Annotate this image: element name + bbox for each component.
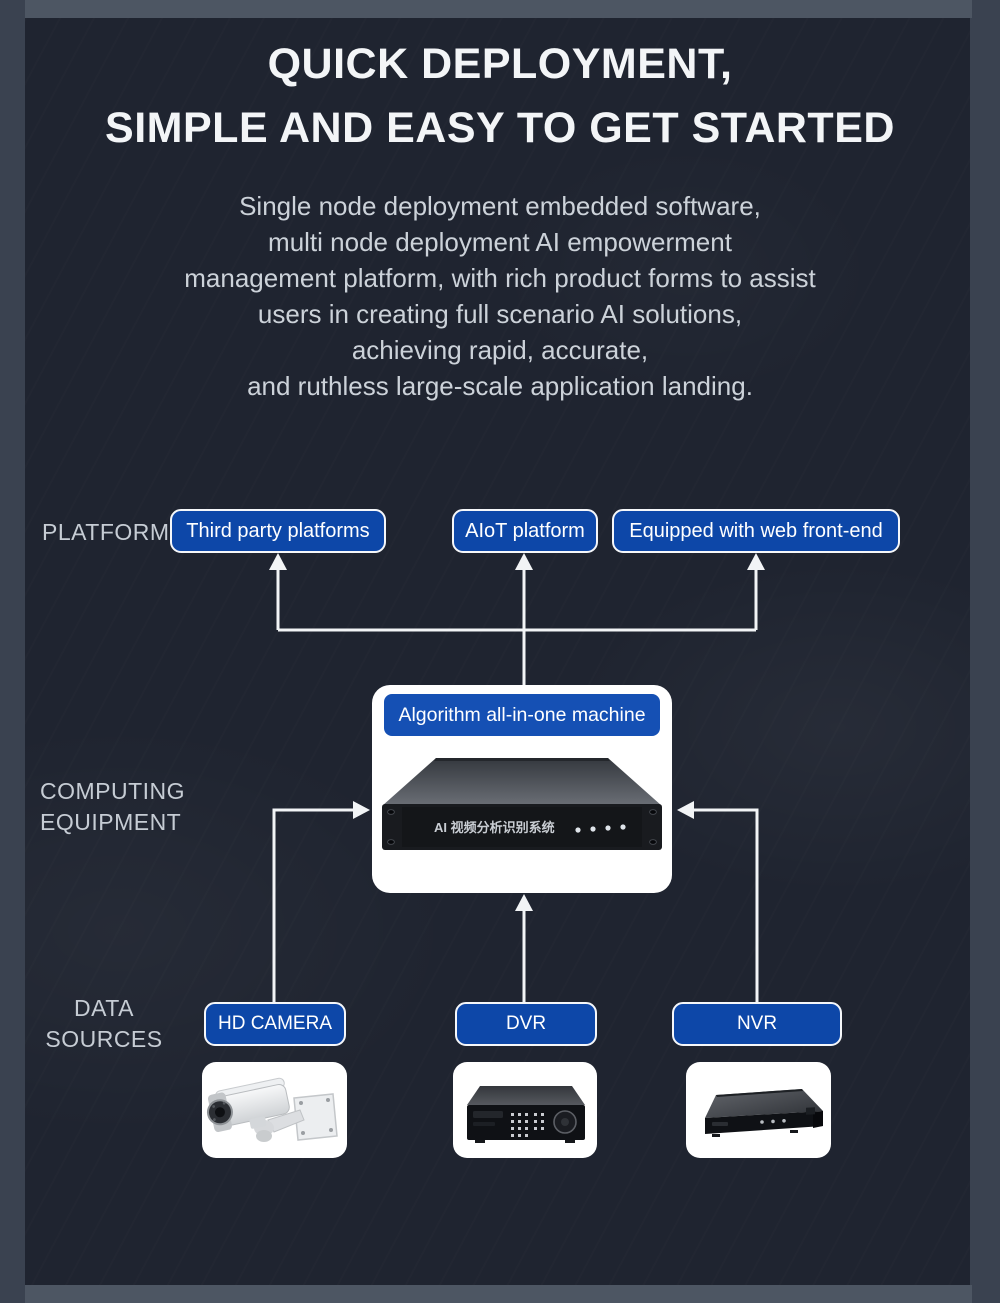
nvr-chip: NVR [672, 1002, 842, 1046]
nvr-image [705, 1089, 823, 1137]
hd-camera-image [206, 1077, 338, 1142]
intro-line: Single node deployment embedded software… [239, 191, 761, 221]
page-title-line2: SIMPLE AND EASY TO GET STARTED [105, 104, 895, 152]
main-dark-panel [25, 18, 970, 1285]
ai-server-front-text: AI 视频分析识别系统 [434, 820, 555, 835]
intro-line: users in creating full scenario AI solut… [257, 299, 743, 329]
computing-label-line2: EQUIPMENT [40, 809, 182, 835]
computing-label-line1: COMPUTING [40, 778, 186, 804]
intro-line: management platform, with rich product f… [184, 263, 816, 293]
nvr-card [686, 1062, 831, 1158]
algorithm-machine-card: Algorithm all-in-one machine AI 视频分析识别系统 [372, 685, 672, 893]
hd-camera-card [202, 1062, 347, 1158]
top-frame-band [25, 0, 972, 18]
intro-line: achieving rapid, accurate, [351, 335, 649, 365]
aiot-platform-chip: AIoT platform [452, 509, 598, 553]
hd-camera-chip: HD CAMERA [204, 1002, 346, 1046]
dvr-image [467, 1086, 585, 1143]
web-front-end-chip: Equipped with web front-end [612, 509, 900, 553]
data-sources-label-line2: SOURCES [45, 1026, 163, 1052]
data-sources-row-label: DATA SOURCES [40, 993, 168, 1055]
bottom-frame-band [25, 1285, 972, 1303]
computing-row-label: COMPUTING EQUIPMENT [40, 776, 185, 838]
platform-row-label: PLATFORM [42, 519, 170, 545]
intro-paragraph: Single node deployment embedded software… [0, 188, 1000, 404]
intro-line: multi node deployment AI empowerment [268, 227, 732, 257]
ai-server-image: AI 视频分析识别系统 [382, 758, 662, 850]
data-sources-label-line1: DATA [74, 995, 134, 1021]
intro-line: and ruthless large-scale application lan… [247, 371, 753, 401]
dvr-chip: DVR [455, 1002, 597, 1046]
third-party-platforms-chip: Third party platforms [170, 509, 386, 553]
algorithm-machine-banner: Algorithm all-in-one machine [384, 694, 660, 736]
dvr-card [453, 1062, 597, 1158]
page-title-line1: QUICK DEPLOYMENT, [267, 40, 733, 88]
